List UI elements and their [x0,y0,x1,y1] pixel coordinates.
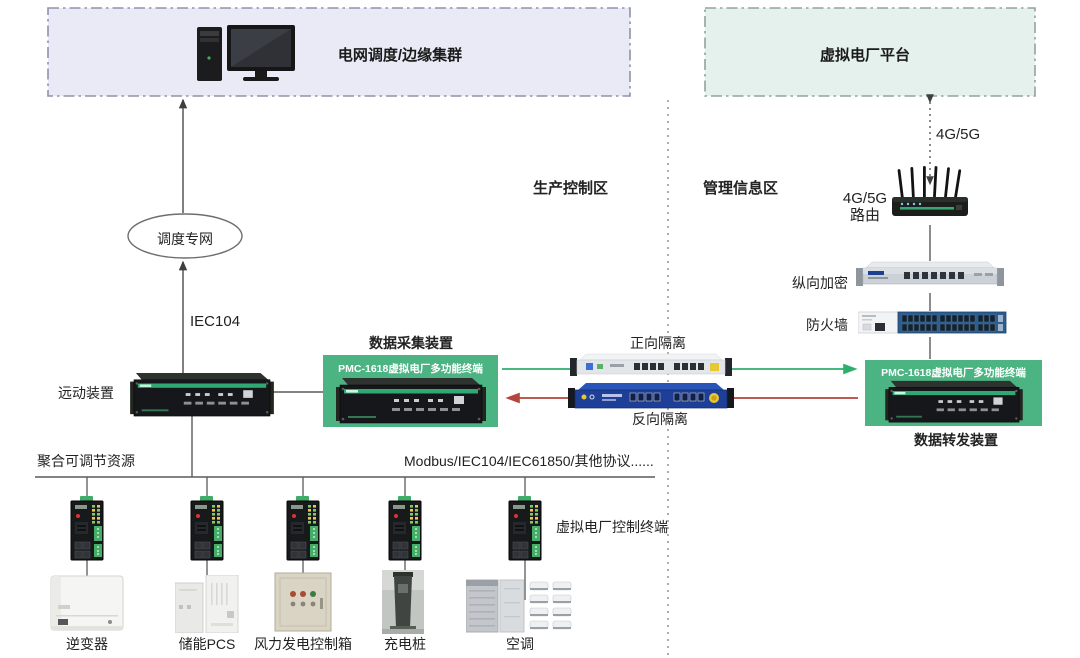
daq-green-box: PMC-1618虚拟电厂多功能终端 [323,355,498,427]
din-controller-icon [68,496,106,567]
iec104-label: IEC104 [190,313,241,330]
device-label-charger: 充电桩 [384,636,426,652]
daq-title: 数据采集装置 [369,335,453,351]
charging-pile-icon [382,570,424,639]
zone-title-vpp-platform: 虚拟电厂平台 [819,47,910,64]
protocols-label: Modbus/IEC104/IEC61850/其他协议...... [404,453,654,469]
forwarder-green-box: PMC-1618虚拟电厂多功能终端 [865,360,1042,426]
air-conditioner-icon [465,578,574,639]
control-terminal-label: 虚拟电厂控制终端 [556,519,668,535]
dispatch-network-label: 调度专网 [157,231,213,247]
computer-icon [196,22,298,89]
inverter-icon [50,575,124,638]
din-controller-icon [188,496,226,567]
din-controller-icon [386,496,424,567]
forwarder-rack-device-icon [884,380,1023,423]
wind-control-box-icon [274,572,332,639]
zone-label-production: 生产控制区 [533,180,609,197]
zone-vpp-platform-box [704,7,1036,97]
forward-isolation-device-icon [570,352,732,385]
router-label: 4G/5G 路由 [842,190,888,224]
forwarder-terminal-label: PMC-1618虚拟电厂多功能终端 [881,367,1026,379]
forwarder-title: 数据转发装置 [914,432,998,448]
rtu-label: 远动装置 [58,385,114,401]
forward-isolation-label: 正向隔离 [630,335,686,351]
daq-rack-device-icon [335,378,486,424]
din-controller-icon [506,496,544,567]
wireless-4g5g-label: 4G/5G [936,126,981,143]
device-label-inverter: 逆变器 [66,636,108,652]
router-icon [888,164,972,230]
device-label-pcs: 储能PCS [178,636,236,652]
zone-title-grid-dispatch: 电网调度/边缘集群 [337,47,463,64]
din-controller-icon [284,496,322,567]
reverse-isolation-label: 反向隔离 [632,411,688,427]
zone-grid-dispatch-box [47,7,631,97]
storage-pcs-icon [174,574,239,638]
device-label-ac: 空调 [506,636,534,652]
encryption-label: 纵向加密 [792,275,848,291]
device-label-windbox: 风力发电控制箱 [254,636,352,652]
dispatch-network-ellipse [127,213,243,259]
zone-label-management: 管理信息区 [703,180,779,197]
firewall-label: 防火墙 [806,317,848,333]
aggregate-resources-label: 聚合可调节资源 [37,453,135,469]
firewall-device-icon [857,309,1008,342]
encryption-device-icon [856,260,1004,297]
rtu-rack-device-icon [128,372,276,423]
reverse-isolation-device-icon [568,380,734,417]
daq-terminal-label: PMC-1618虚拟电厂多功能终端 [338,363,483,375]
